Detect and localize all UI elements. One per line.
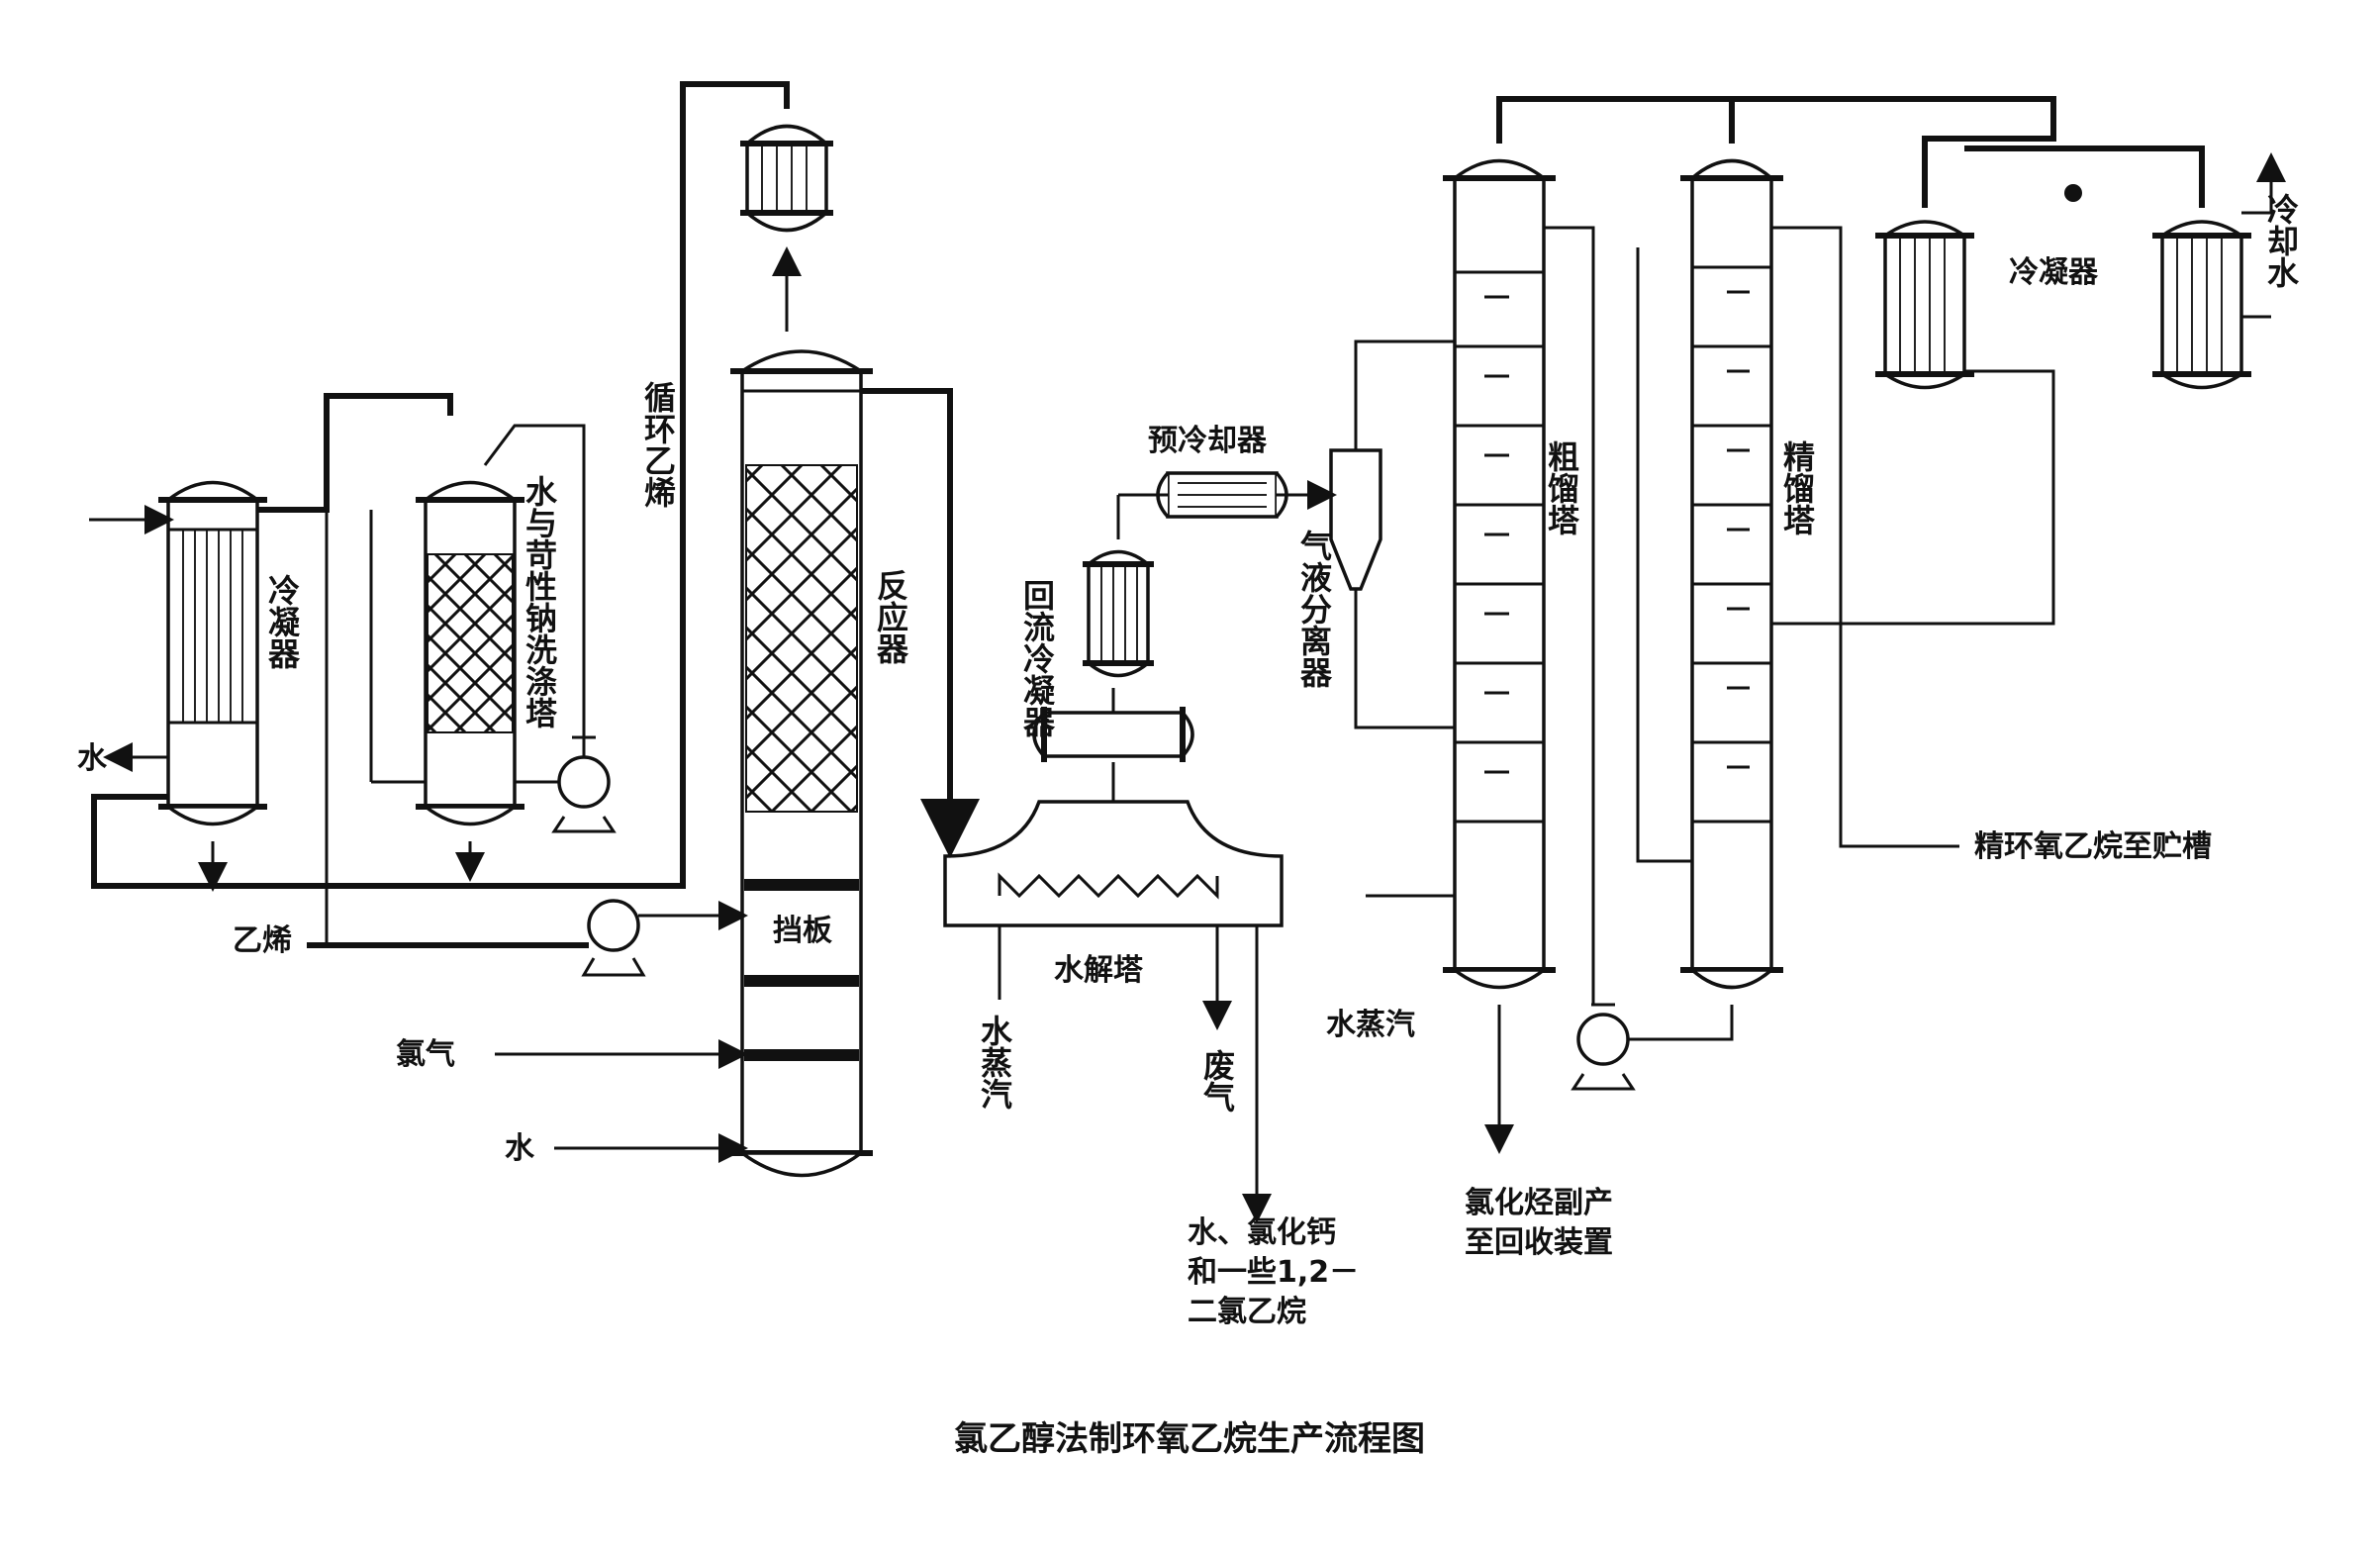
label-chlorine: 氯气 bbox=[396, 1037, 455, 1072]
horizontal-drum bbox=[1032, 707, 1194, 762]
label-outlet-line1: 水、氯化钙 bbox=[1188, 1215, 1336, 1250]
label-product: 精环氧乙烷至贮槽 bbox=[1974, 829, 2212, 864]
condenser-right-a bbox=[1875, 220, 1974, 390]
pump-crude bbox=[1571, 1003, 1636, 1091]
label-byproduct-line1: 氯化烃副产 bbox=[1465, 1186, 1613, 1220]
caustic-wash-tower bbox=[416, 480, 524, 826]
label-waste-gas: 废气 bbox=[1198, 1049, 1236, 1113]
label-reflux-condenser: 回流冷凝器 bbox=[1018, 579, 1056, 737]
label-hydrolysis-tower: 水解塔 bbox=[1054, 953, 1144, 988]
top-exchanger bbox=[740, 124, 833, 233]
piping bbox=[89, 81, 2286, 1223]
gauge-icon bbox=[2064, 184, 2082, 202]
pump-reactor bbox=[581, 899, 646, 977]
label-fine-tower: 精馏塔 bbox=[1778, 440, 1816, 535]
reflux-condenser bbox=[1083, 549, 1154, 678]
precooler bbox=[1156, 471, 1288, 519]
label-steam-hydrolysis: 水蒸汽 bbox=[976, 1015, 1013, 1110]
label-baffle: 挡板 bbox=[773, 914, 832, 948]
label-condenser-right: 冷凝器 bbox=[2009, 255, 2099, 290]
label-precooler: 预冷却器 bbox=[1148, 424, 1268, 458]
reactor bbox=[730, 349, 873, 1178]
diagram-title: 氯乙醇法制环氧乙烷生产流程图 bbox=[954, 1419, 1425, 1459]
condenser-left bbox=[158, 480, 267, 826]
label-caustic-wash-tower: 水与苛性钠洗涤塔 bbox=[521, 475, 558, 728]
label-recycle-ethylene: 循环乙烯 bbox=[639, 381, 677, 508]
label-crude-tower: 粗馏塔 bbox=[1543, 440, 1580, 535]
crude-tower bbox=[1443, 158, 1556, 990]
label-cooling-water: 冷却水 bbox=[2262, 193, 2300, 288]
label-steam-crude: 水蒸汽 bbox=[1326, 1008, 1415, 1042]
label-byproduct-line2: 至回收装置 bbox=[1465, 1225, 1613, 1260]
label-outlet-line2: 和一些1,2－ bbox=[1188, 1255, 1359, 1290]
label-gas-liquid-separator: 气液分离器 bbox=[1295, 530, 1333, 688]
pump-wash bbox=[551, 735, 617, 833]
label-water-bottom: 水 bbox=[505, 1131, 535, 1166]
label-reactor: 反应器 bbox=[872, 569, 909, 664]
condenser-right-b bbox=[2152, 220, 2251, 390]
labels: 冷凝器 水与苛性钠洗涤塔 循环乙烯 反应器 挡板 乙烯 氯气 水 水 回流冷凝器… bbox=[77, 193, 2300, 1329]
label-water-left: 水 bbox=[77, 741, 108, 776]
gas-liquid-separator bbox=[1329, 448, 1382, 591]
label-outlet-line3: 二氯乙烷 bbox=[1188, 1295, 1306, 1329]
label-condenser-left: 冷凝器 bbox=[263, 574, 301, 669]
fine-tower bbox=[1680, 158, 1783, 990]
label-ethylene: 乙烯 bbox=[233, 923, 292, 958]
hydrolysis-tower bbox=[943, 800, 1284, 927]
